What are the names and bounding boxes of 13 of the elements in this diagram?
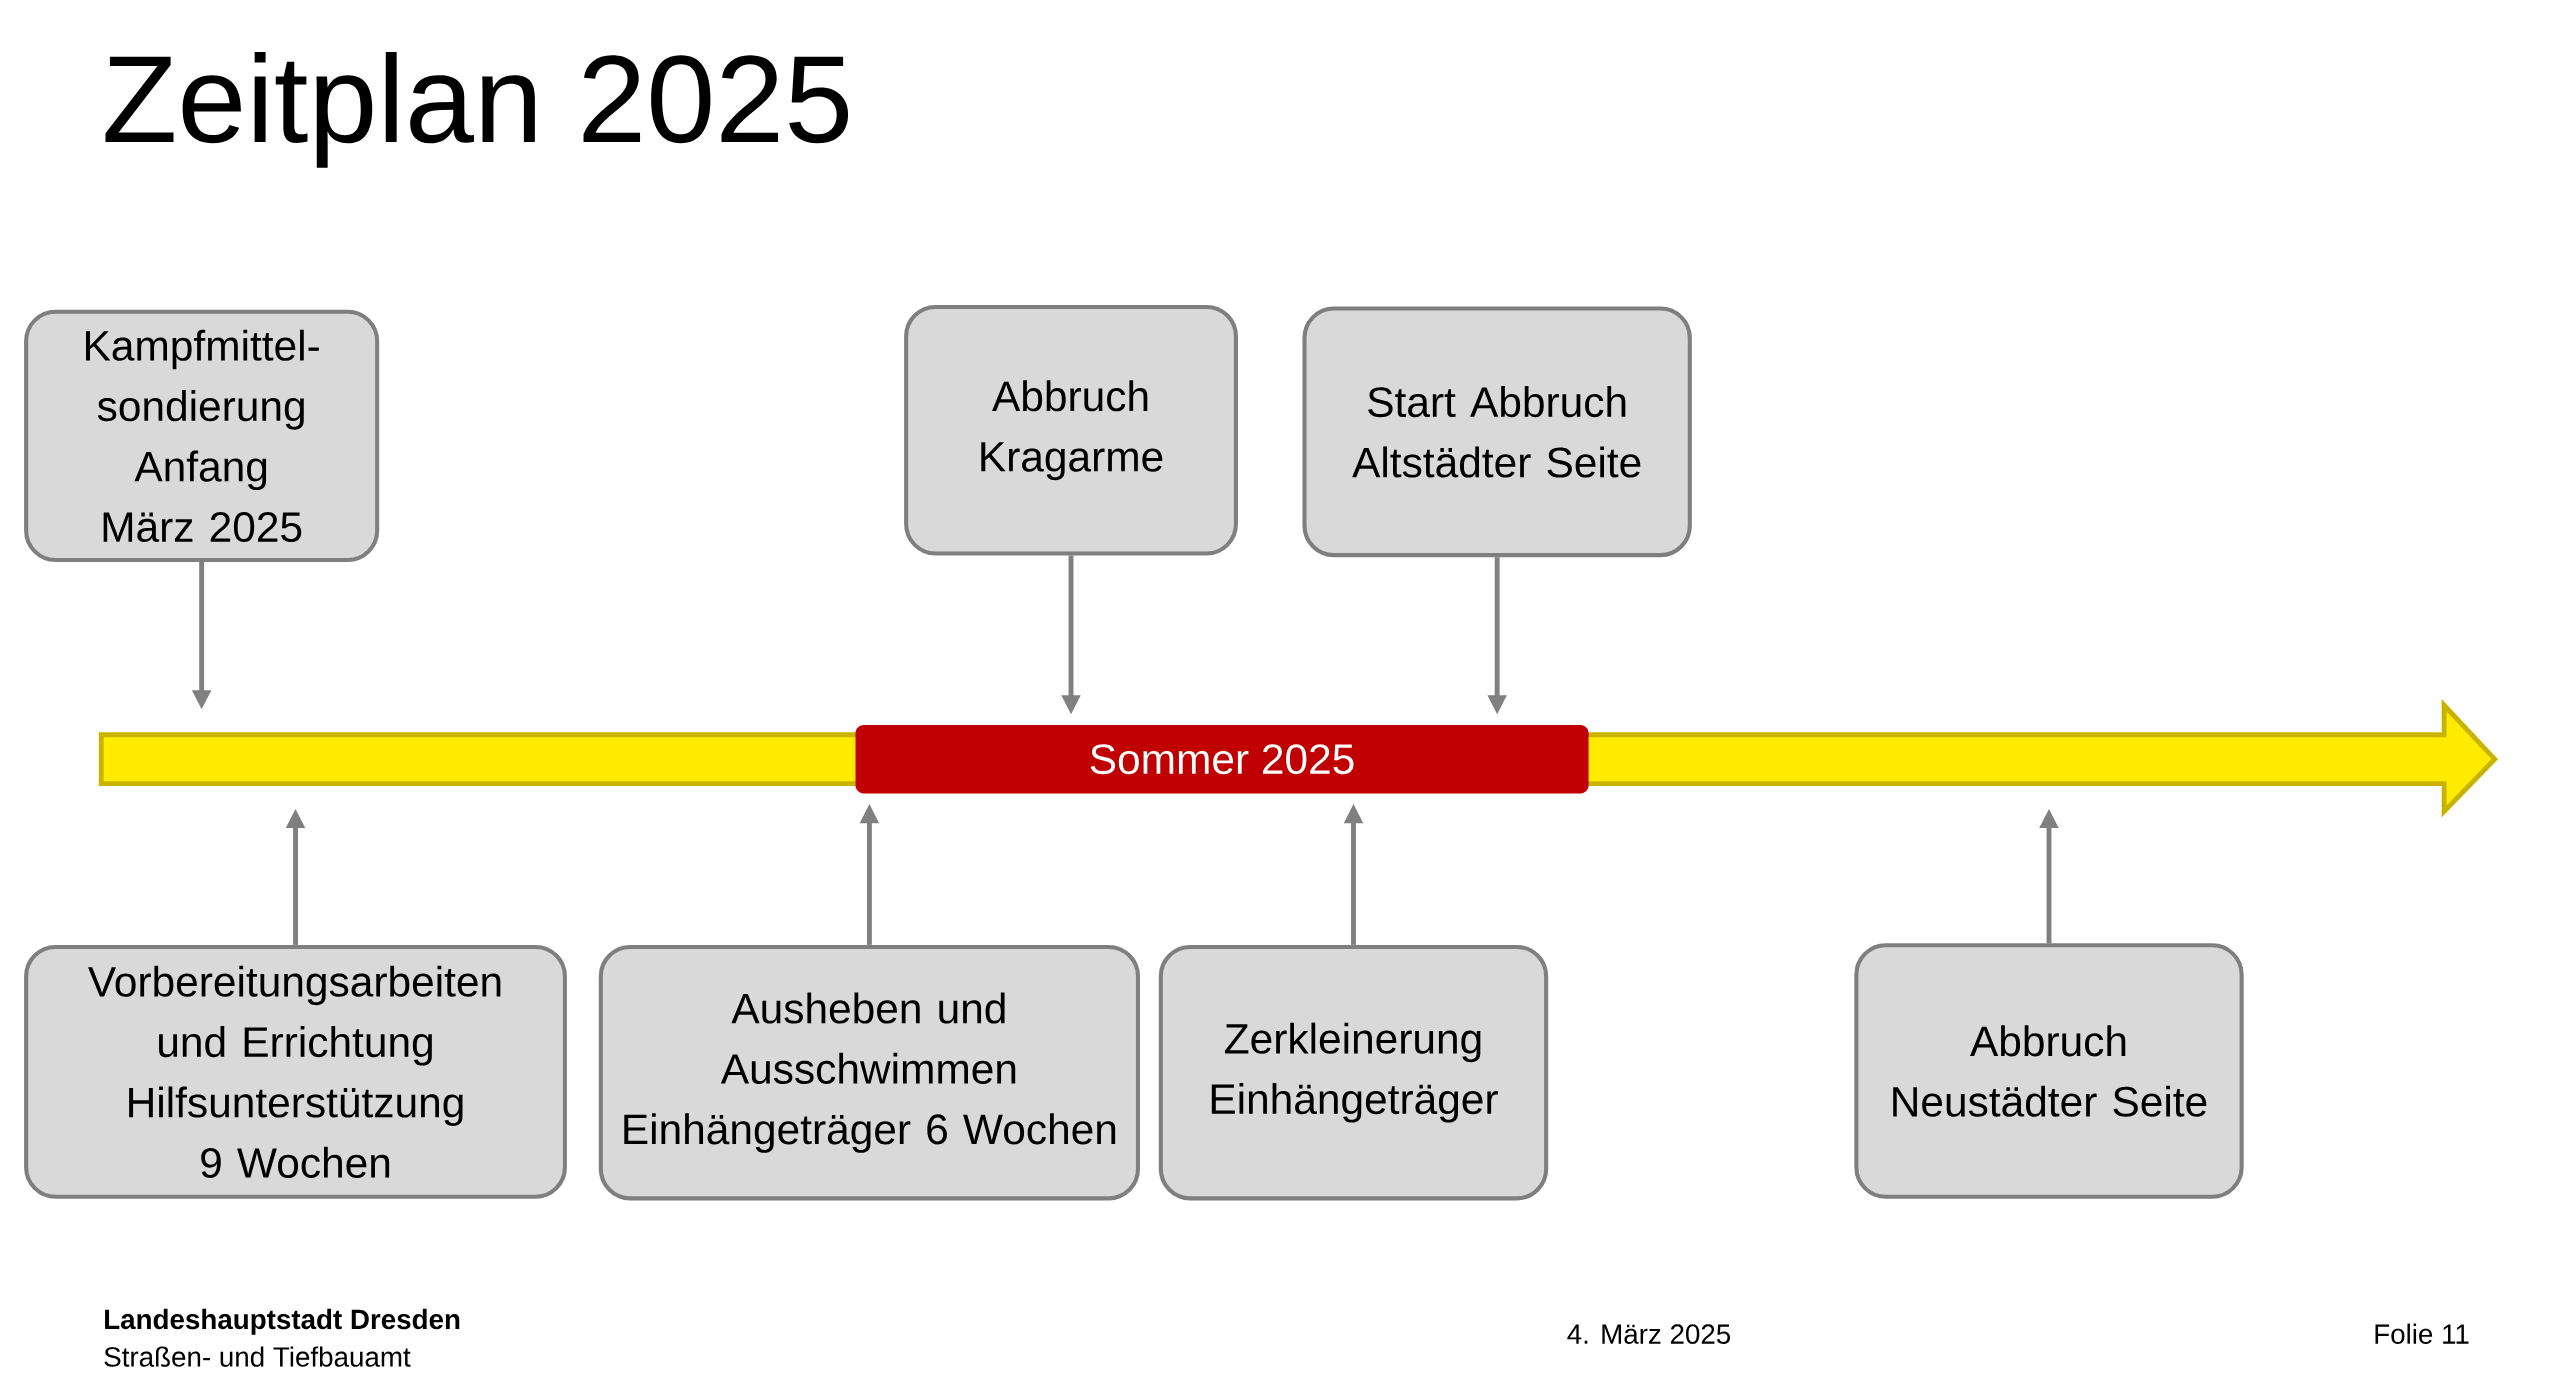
footer-organisation: Landeshauptstadt Dresden: [105, 1308, 460, 1335]
event-box: Ausheben und Ausschwimmen Einhängeträger 6 Wochen: [598, 944, 1140, 1201]
footer-date: 4. März 2025: [1567, 1324, 1731, 1344]
event-box: Kampfmittel-sondierung Anfang März 2025: [24, 309, 380, 562]
slide-number: Folie 11: [2375, 1323, 2469, 1344]
title: Zeitplan 2025: [105, 51, 849, 168]
event-box: Abbruch Kragarme: [904, 304, 1238, 556]
event-box: Vorbereitungsarbeiten und Errichtung Hilfsunterstützung 9 Wochen: [24, 944, 567, 1199]
event-box: Start Abbruch Altstädter Seite: [1302, 306, 1692, 557]
period-bar: Sommer 2025: [855, 724, 1589, 794]
event-box: Abbruch Neustädter Seite: [1854, 943, 2244, 1199]
event-box: Zerkleinerung Einhängeträger: [1158, 944, 1549, 1201]
footer-department: Straßen- und Tiefbauamt: [104, 1346, 411, 1367]
